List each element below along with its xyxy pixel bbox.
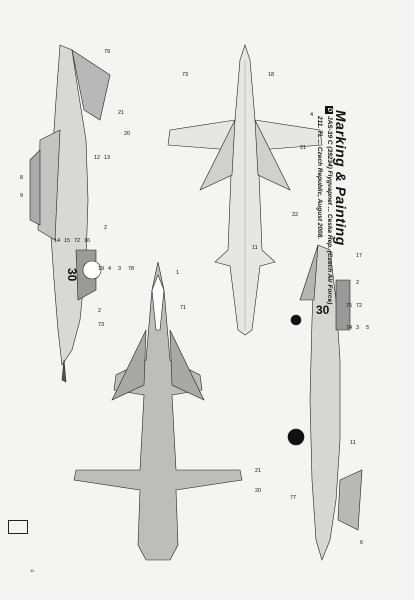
callout: 8 <box>20 175 24 181</box>
callout: 22 <box>292 212 299 218</box>
callout: 77 <box>290 495 297 501</box>
callout: 16 <box>84 238 91 244</box>
callout: 21 <box>300 145 307 151</box>
callout: 3 <box>118 266 122 272</box>
callout: 9 <box>20 193 24 199</box>
page-number: 11 <box>30 568 35 573</box>
callout: 73 <box>98 322 105 328</box>
callout: 74 <box>346 325 353 331</box>
callout: 11 <box>350 440 356 446</box>
callout: 5 <box>366 325 370 331</box>
callout: 14 <box>54 238 61 244</box>
planform-top-right <box>167 44 323 336</box>
callout: 20 <box>124 131 131 137</box>
callout: 72 <box>74 238 81 244</box>
side-profile-right <box>287 244 363 561</box>
callout: 21 <box>118 110 125 116</box>
option-text-1: JAS-39 C (39234) Flygvapnet ... Ceska Re… <box>326 116 333 305</box>
callout: 78 <box>128 266 135 272</box>
tail-code-right: 30 <box>316 303 330 317</box>
callout: 72 <box>356 303 363 309</box>
callout: 18 <box>268 72 275 78</box>
callout: 20 <box>255 488 262 494</box>
callout: 4 <box>310 112 314 118</box>
option-line-1: D JAS-39 C (39234) Flygvapnet ... Ceska R… <box>325 106 333 304</box>
callout: 15 <box>64 238 71 244</box>
callout: 3 <box>356 325 360 331</box>
option-text-2: 211. TL ... Czech Republic, August 2008. <box>316 116 323 240</box>
callout: 19 <box>98 266 105 272</box>
callout: 6 <box>360 540 364 546</box>
callout: 2 <box>98 308 102 314</box>
callout: 13 <box>104 155 111 161</box>
callout: 17 <box>356 253 363 259</box>
tail-code-left: 30 <box>65 268 79 282</box>
side-profile-left <box>29 44 111 383</box>
callout: 11 <box>252 245 258 251</box>
brand-logo <box>8 520 28 534</box>
planform-bottom-left <box>73 261 243 561</box>
callout: 2 <box>104 225 108 231</box>
callout: 12 <box>94 155 101 161</box>
callout: 73 <box>182 72 189 78</box>
callout: 4 <box>108 266 112 272</box>
option-letter-badge: D <box>325 106 333 114</box>
callout: 1 <box>176 270 180 276</box>
callout: 2 <box>356 280 360 286</box>
callout: 21 <box>255 468 262 474</box>
callout: 71 <box>180 305 187 311</box>
option-line-2: 211. TL ... Czech Republic, August 2008. <box>316 116 323 239</box>
callout: 75 <box>346 303 353 309</box>
sheet-heading: Marking & Painting <box>333 110 349 246</box>
callout: 79 <box>104 49 111 55</box>
